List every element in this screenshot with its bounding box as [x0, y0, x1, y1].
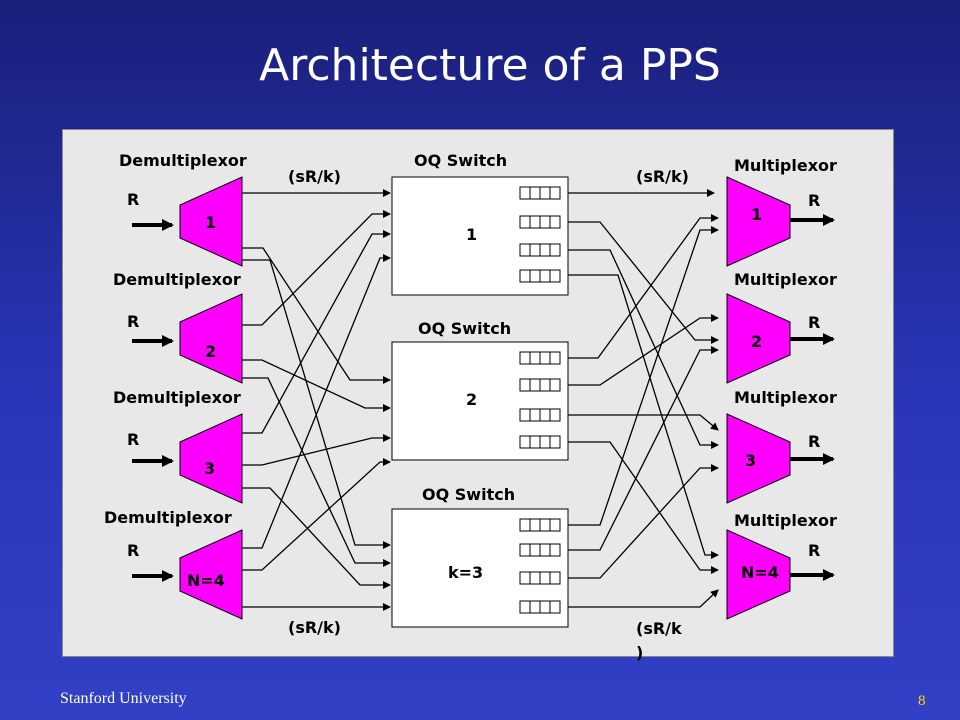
- switch-label-1: OQ Switch: [414, 151, 507, 170]
- demux-3: 3: [179, 413, 243, 504]
- switch-to-mux-links: [568, 189, 719, 608]
- mux-3: 3: [726, 413, 791, 504]
- oq-switch-2: 2: [391, 341, 569, 461]
- demux-label-4: Demultiplexor: [104, 508, 232, 527]
- mux-id-4: N=4: [741, 563, 779, 582]
- mux-label-1: Multiplexor: [734, 156, 837, 175]
- output-rate-2: R: [808, 313, 820, 332]
- mux-1: 1: [726, 176, 791, 267]
- output-lines: [790, 214, 835, 581]
- internal-rate-bottom-right: (sR/k: [636, 619, 682, 638]
- page-number: 8: [918, 693, 926, 709]
- demux-4: N=4: [179, 529, 243, 620]
- mux-label-4: Multiplexor: [734, 511, 837, 530]
- oq-switch-3: k=3: [391, 508, 569, 628]
- input-rate-1: R: [127, 190, 139, 209]
- input-rate-3: R: [127, 430, 139, 449]
- output-queues: [519, 518, 561, 614]
- output-rate-1: R: [808, 191, 820, 210]
- mux-id-3: 3: [745, 451, 756, 470]
- mux-4: N=4: [726, 529, 791, 620]
- demux-label-2: Demultiplexor: [113, 270, 241, 289]
- mux-id-1: 1: [751, 205, 762, 224]
- mux-label-2: Multiplexor: [734, 270, 837, 289]
- demux-label-1: Demultiplexor: [119, 151, 247, 170]
- switch-label-2: OQ Switch: [418, 319, 511, 338]
- mux-id-2: 2: [751, 332, 762, 351]
- demux-label-3: Demultiplexor: [113, 388, 241, 407]
- output-rate-4: R: [808, 541, 820, 560]
- demux-to-switch-links: [242, 189, 391, 611]
- demux-1: 1: [179, 176, 243, 267]
- switch-id-1: 1: [466, 225, 477, 244]
- input-rate-4: R: [127, 541, 139, 560]
- internal-rate-bottom-right-paren: ): [636, 643, 643, 662]
- internal-rate-bottom-left: (sR/k): [288, 618, 341, 637]
- demux-id-3: 3: [204, 459, 215, 478]
- oq-switch-1: 1: [391, 176, 569, 296]
- input-lines: [132, 219, 174, 582]
- output-queues: [519, 351, 561, 449]
- demux-2: 2: [179, 293, 243, 384]
- internal-rate-top-left: (sR/k): [288, 167, 341, 186]
- demux-id-4: N=4: [187, 571, 225, 590]
- output-rate-3: R: [808, 432, 820, 451]
- switch-label-3: OQ Switch: [422, 485, 515, 504]
- output-queues: [519, 186, 561, 283]
- switch-id-2: 2: [466, 390, 477, 409]
- input-rate-2: R: [127, 312, 139, 331]
- internal-rate-top-right: (sR/k): [636, 167, 689, 186]
- mux-2: 2: [726, 293, 791, 384]
- switch-id-3: k=3: [448, 563, 483, 582]
- demux-id-1: 1: [205, 213, 216, 232]
- footer-institution: Stanford University: [60, 690, 187, 707]
- demux-id-2: 2: [205, 342, 216, 361]
- slide-title: Architecture of a PPS: [259, 40, 721, 91]
- mux-label-3: Multiplexor: [734, 388, 837, 407]
